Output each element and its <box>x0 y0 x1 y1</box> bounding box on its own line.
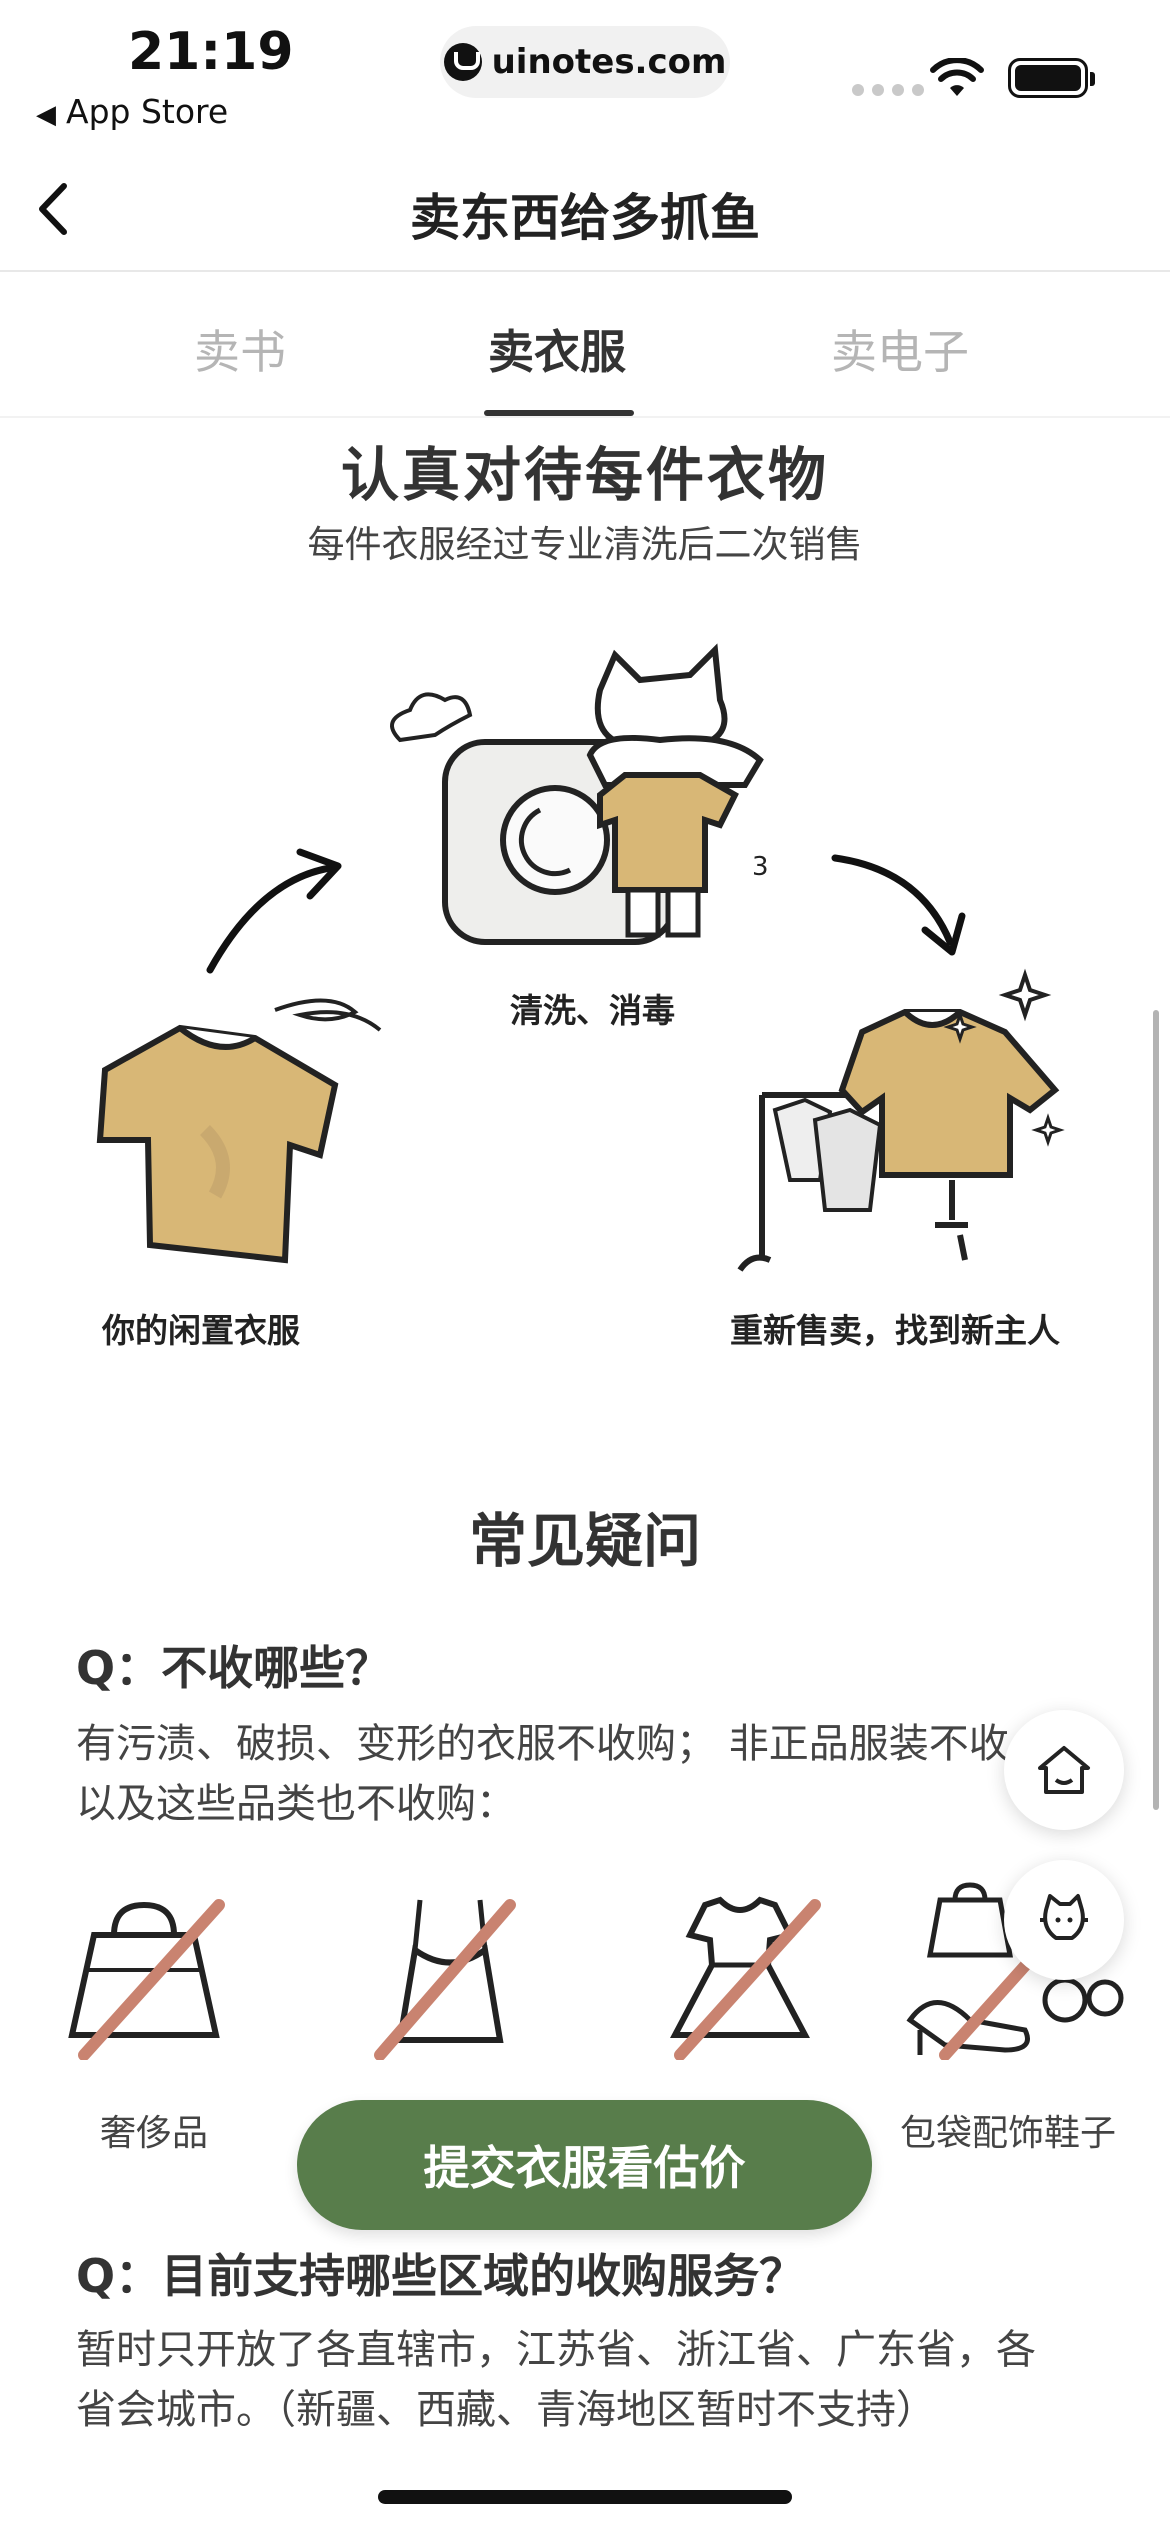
back-triangle-icon: ◀ <box>36 100 56 130</box>
faq-answer-not-accepted: 有污渍、破损、变形的衣服不收购； 非正品服装不收。以及这些品类也不收购： <box>76 1721 1049 1827</box>
svg-text:3: 3 <box>752 852 769 882</box>
faq-question-not-accepted: Q：不收哪些？ <box>76 1641 392 1695</box>
step-idle-clothes-label: 你的闲置衣服 <box>102 1311 300 1350</box>
faq-title: 常见疑问 <box>468 1507 701 1575</box>
home-icon <box>1038 1746 1090 1794</box>
tab-sell-electronics[interactable]: 卖电子 <box>831 325 969 379</box>
customer-service-cat-icon <box>1040 1894 1088 1940</box>
category-luxury-label: 奢侈品 <box>100 2113 209 2154</box>
nav-bar: 卖东西给多抓鱼 <box>0 150 1170 272</box>
hero-title: 认真对待每件衣物 <box>340 441 829 509</box>
back-app-label: App Store <box>66 92 229 131</box>
step-wash-label: 清洗、消毒 <box>510 991 675 1030</box>
submit-clothes-estimate-button[interactable]: 提交衣服看估价 <box>297 2100 872 2230</box>
status-bar: 21:19 ◀ App Store uinotes.com <box>0 0 1170 150</box>
active-tab-indicator <box>484 410 634 416</box>
step-resell-label: 重新售卖，找到新主人 <box>730 1311 1060 1350</box>
faq-question-service-area: Q：目前支持哪些区域的收购服务？ <box>76 2249 806 2303</box>
recycle-process-illustration: 3 清洗、消毒 你的闲置衣服 <box>0 620 1170 1360</box>
hero-subtitle: 每件衣服经过专业清洗后二次销售 <box>307 523 863 566</box>
faq-answer-service-area: 暂时只开放了各直辖市，江苏省、浙江省、广东省，各省会城市。（新疆、西藏、青海地区… <box>76 2327 1036 2433</box>
underwear-crossed-icon <box>374 1899 516 2060</box>
category-bags-label: 包袋配饰鞋子 <box>900 2113 1117 2154</box>
luxury-handbag-crossed-icon <box>68 1899 225 2060</box>
tab-sell-clothes[interactable]: 卖衣服 <box>488 325 626 379</box>
bag-accessories-shoes-crossed-icon <box>906 1882 1124 2060</box>
home-indicator[interactable] <box>378 2490 792 2504</box>
url-pill[interactable]: uinotes.com <box>440 26 730 98</box>
kids-dress-crossed-icon <box>670 1896 821 2060</box>
customer-service-float-button[interactable] <box>1004 1860 1124 1980</box>
back-chevron-icon[interactable] <box>22 174 92 244</box>
clothes-rack-icon <box>737 1009 1060 1272</box>
arrow-up-right-icon <box>206 864 334 974</box>
tab-sell-books[interactable]: 卖书 <box>194 325 286 379</box>
process-drawing: 3 <box>96 643 1065 1272</box>
battery-icon <box>1008 58 1095 98</box>
scrollbar[interactable] <box>1153 1010 1159 1810</box>
cat-character-icon: 3 <box>586 643 769 938</box>
status-time: 21:19 <box>128 22 294 82</box>
sparkle-icons <box>943 968 1065 1147</box>
arrow-down-right-icon <box>831 854 954 946</box>
page-title: 卖东西给多抓鱼 <box>410 189 760 247</box>
site-logo-icon <box>443 43 482 81</box>
category-tabs: 卖书 卖衣服 卖电子 <box>0 272 1170 418</box>
cellular-signal-icon <box>852 84 924 96</box>
back-to-app-store-link[interactable]: ◀ App Store <box>36 92 228 131</box>
home-float-button[interactable] <box>1004 1710 1124 1830</box>
wifi-icon <box>930 58 984 96</box>
url-text: uinotes.com <box>491 42 727 82</box>
crumpled-shirt-icon <box>96 1024 339 1264</box>
